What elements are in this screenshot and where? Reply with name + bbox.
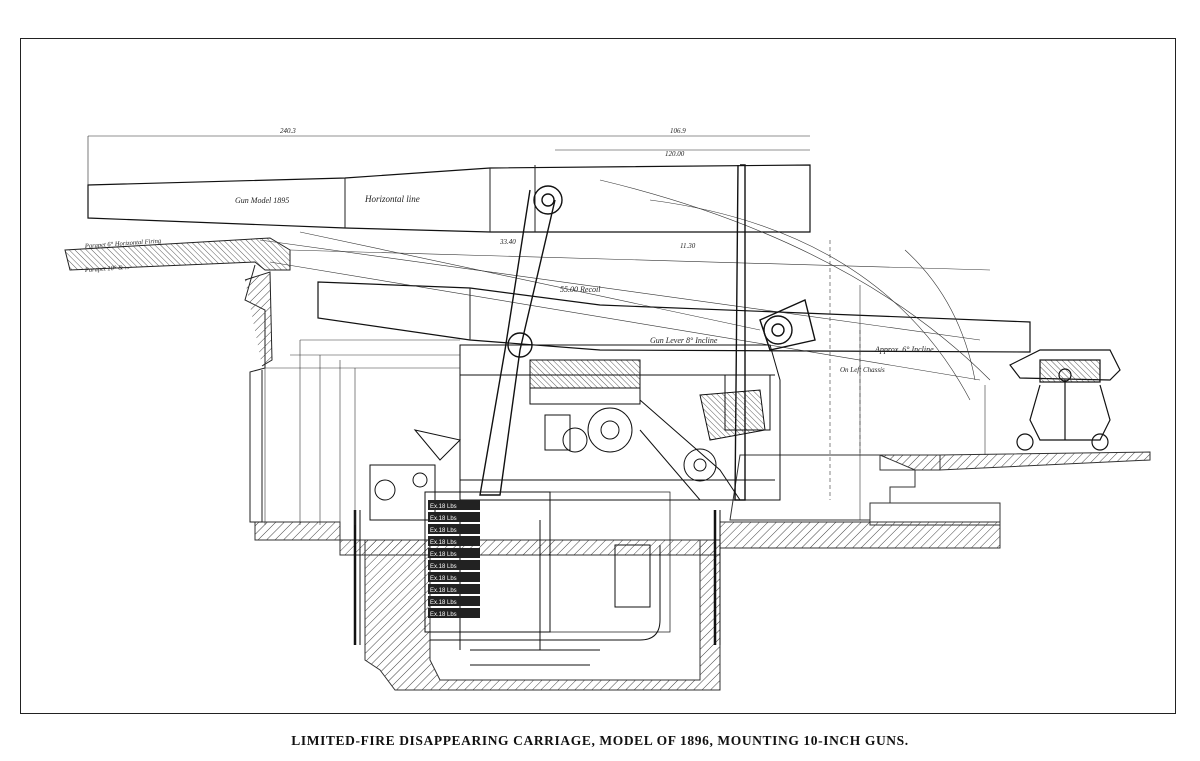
weight-plate	[428, 560, 480, 570]
weight-label: Ex.18 Lbs	[430, 540, 457, 546]
dim-top-left: 240.3	[280, 127, 296, 135]
weight-plate	[428, 548, 480, 558]
weight-label: Ex.18 Lbs	[430, 552, 457, 558]
drawing-frame	[20, 38, 1176, 714]
weight-plate	[428, 512, 480, 522]
chassis	[459, 344, 781, 501]
weight-label: Ex.18 Lbs	[430, 576, 457, 582]
dim-top-mid: 106.9	[670, 127, 686, 135]
parapet	[64, 237, 291, 523]
label-on-left-chassis: On Left Chassis	[840, 366, 885, 374]
elevating-gear	[353, 429, 461, 645]
weight-label: Ex.18 Lbs	[430, 612, 457, 618]
figure-caption: LIMITED-FIRE DISAPPEARING CARRIAGE, MODE…	[291, 733, 909, 748]
dim-mid-a: 33.40	[499, 238, 516, 246]
dim-top-right: 120.00	[665, 150, 685, 158]
dimension-lines	[264, 285, 986, 525]
label-gun-model: Gun Model 1895	[235, 196, 289, 205]
gun-levers	[479, 164, 816, 501]
weight-plate	[428, 584, 480, 594]
label-recoil: 55.00 Recoil	[560, 285, 601, 294]
label-horizontal-line: Horizontal line	[364, 194, 420, 204]
shot-truck	[1009, 349, 1121, 451]
label-parapet-lower: Parapet 10° & ...	[84, 264, 131, 274]
foundation	[254, 451, 1151, 691]
weight-plate	[428, 536, 480, 546]
weight-label: Ex.18 Lbs	[430, 588, 457, 594]
weight-label: Ex.18 Lbs	[430, 504, 457, 510]
weight-plate	[428, 524, 480, 534]
gun-raised	[87, 135, 811, 233]
weight-label: Ex.18 Lbs	[430, 516, 457, 522]
weight-label: Ex.18 Lbs	[430, 528, 457, 534]
weight-label: Ex.18 Lbs	[430, 600, 457, 606]
label-approx-incline: Approx. 6° Incline	[874, 345, 934, 354]
weight-plate	[428, 596, 480, 606]
dim-mid-b: 11.30	[680, 242, 696, 250]
weight-plate	[428, 572, 480, 582]
weight-label: Ex.18 Lbs	[430, 564, 457, 570]
label-gun-lever: Gun Lever 8° Incline	[650, 336, 718, 345]
weight-plate	[428, 500, 480, 510]
counterweight-well	[424, 491, 721, 666]
weight-plate	[428, 608, 480, 618]
